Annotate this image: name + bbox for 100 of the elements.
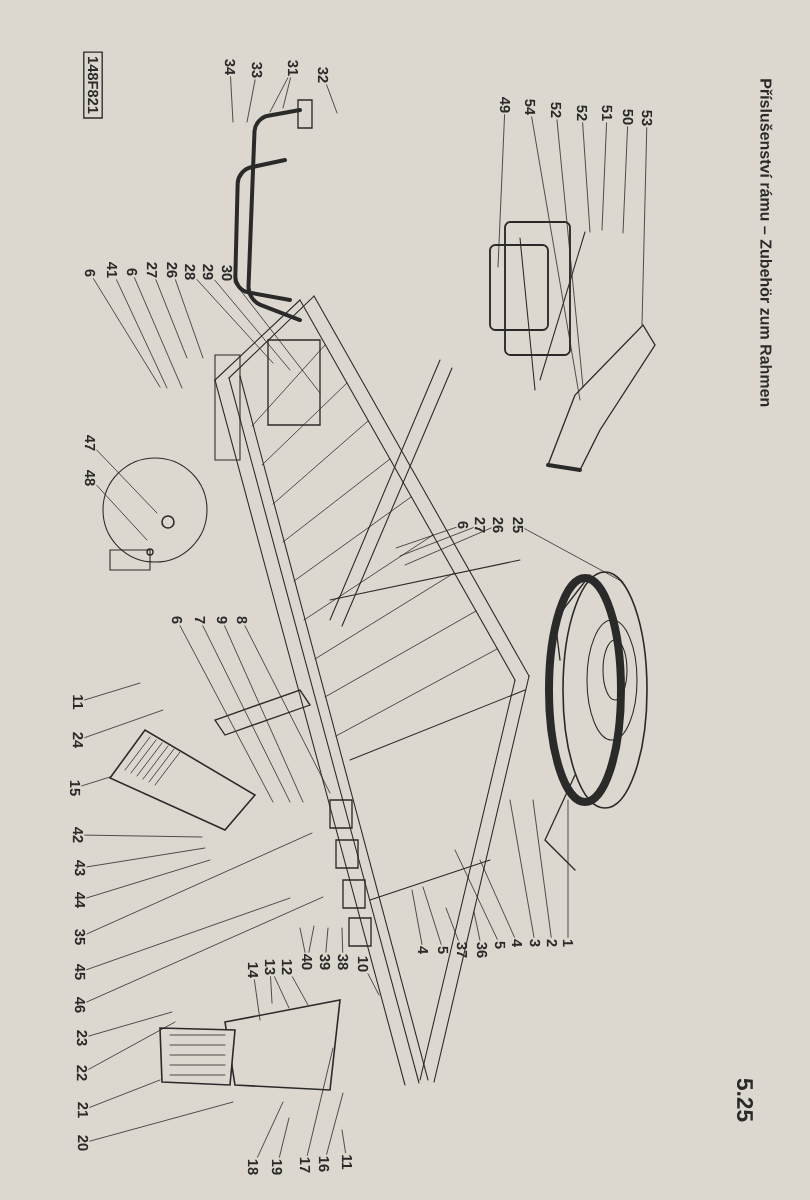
leader-line <box>88 1021 176 1070</box>
leader-line <box>269 77 289 113</box>
leader-line <box>214 279 291 371</box>
callout-number: 15 <box>69 780 81 796</box>
leader-line <box>81 776 111 787</box>
leader-line <box>84 682 141 701</box>
leader-line <box>582 122 591 233</box>
leader-line <box>454 849 498 940</box>
callout-number: 12 <box>281 959 293 975</box>
leader-line <box>367 973 380 996</box>
leader-line <box>531 116 581 401</box>
leader-line <box>524 528 624 583</box>
page-number: 5.25 <box>736 1078 753 1122</box>
callout-number: 5 <box>494 941 506 949</box>
callout-number: 52 <box>550 102 562 118</box>
callout-number: 23 <box>76 1030 88 1046</box>
callout-number: 28 <box>184 264 196 280</box>
leader-line <box>270 976 273 1004</box>
callout-number: 2 <box>546 939 558 947</box>
leader-line <box>341 1129 346 1154</box>
callout-number: 52 <box>576 105 588 121</box>
leader-line <box>175 279 204 359</box>
callout-number: 46 <box>74 997 86 1013</box>
leader-line <box>308 925 315 953</box>
leader-line <box>306 1047 334 1156</box>
title: Příslušenství rámu – Zubehör zum Rahmen <box>760 79 773 407</box>
callout-number: 18 <box>247 1159 259 1175</box>
leader-line <box>257 1101 284 1158</box>
leader-line <box>641 127 648 326</box>
callout-number: 27 <box>474 517 486 533</box>
callout-number: 6 <box>171 616 183 624</box>
callout-number: 14 <box>247 962 259 979</box>
callout-number: 5 <box>437 946 449 954</box>
callout-number: 31 <box>287 60 299 76</box>
callout-number: 6 <box>457 521 469 529</box>
leader-line <box>299 927 306 953</box>
callout-number: 36 <box>476 942 488 958</box>
callout-number: 41 <box>106 262 118 278</box>
callout-number: 48 <box>84 470 96 486</box>
leader-line <box>445 907 459 941</box>
callout-number: 51 <box>601 105 613 121</box>
callout-number: 11 <box>341 1155 353 1170</box>
leader-line <box>326 84 338 114</box>
leader-line <box>622 126 628 234</box>
callout-number: 44 <box>74 892 86 909</box>
leader-line <box>230 76 234 123</box>
leader-line <box>84 709 164 739</box>
leader-line <box>532 799 552 938</box>
callout-number: 35 <box>74 929 86 945</box>
leader-line <box>326 1092 344 1155</box>
callout-number: 30 <box>221 265 233 281</box>
leader-line <box>279 1117 290 1158</box>
callout-number: 47 <box>84 435 96 451</box>
callout-number: 45 <box>74 964 86 980</box>
leader-line <box>325 927 329 953</box>
leader-line <box>88 1011 173 1037</box>
callout-number: 8 <box>236 616 248 624</box>
callout-number: 19 <box>271 1159 283 1175</box>
leader-line <box>86 897 291 971</box>
callout-number: 50 <box>622 109 634 125</box>
leader-line <box>196 279 274 364</box>
callout-number: 26 <box>166 262 178 278</box>
callout-number: 29 <box>202 264 214 280</box>
callout-number: 21 <box>77 1102 89 1118</box>
leader-line <box>89 1101 234 1142</box>
leader-line <box>89 1079 161 1108</box>
leader-line <box>233 281 321 394</box>
leader-line <box>282 77 291 109</box>
callout-number: 17 <box>299 1157 311 1173</box>
callout-number: 53 <box>641 110 653 126</box>
callout-number: 43 <box>74 860 86 876</box>
leader-line <box>86 859 211 899</box>
callout-number: 1 <box>562 939 574 947</box>
leader-line <box>86 832 313 935</box>
leader-line <box>246 79 256 123</box>
leader-line <box>116 279 168 389</box>
leader-line <box>86 896 324 1003</box>
callout-number: 40 <box>301 954 313 970</box>
callout-number: 49 <box>499 97 511 113</box>
leader-line <box>473 911 481 941</box>
leader-line <box>253 979 261 1021</box>
callout-number: 16 <box>318 1156 330 1172</box>
leader-line <box>497 114 505 268</box>
callout-number: 34 <box>224 59 236 76</box>
leader-line <box>292 976 309 1006</box>
callout-number: 11 <box>72 695 84 710</box>
drawing-number: 148F821 <box>83 51 103 119</box>
leader-line <box>509 799 535 938</box>
leader-line <box>134 277 183 389</box>
leader-line <box>567 799 569 938</box>
callout-number: 27 <box>146 262 158 278</box>
leader-line <box>422 886 442 945</box>
callout-number: 4 <box>417 946 429 954</box>
callout-number: 10 <box>357 956 369 972</box>
leader-line <box>86 847 206 868</box>
callout-number: 24 <box>72 732 84 749</box>
leader-line <box>93 278 161 388</box>
callout-number: 22 <box>76 1065 88 1081</box>
leader-line <box>479 859 515 938</box>
callout-number: 33 <box>251 62 263 78</box>
